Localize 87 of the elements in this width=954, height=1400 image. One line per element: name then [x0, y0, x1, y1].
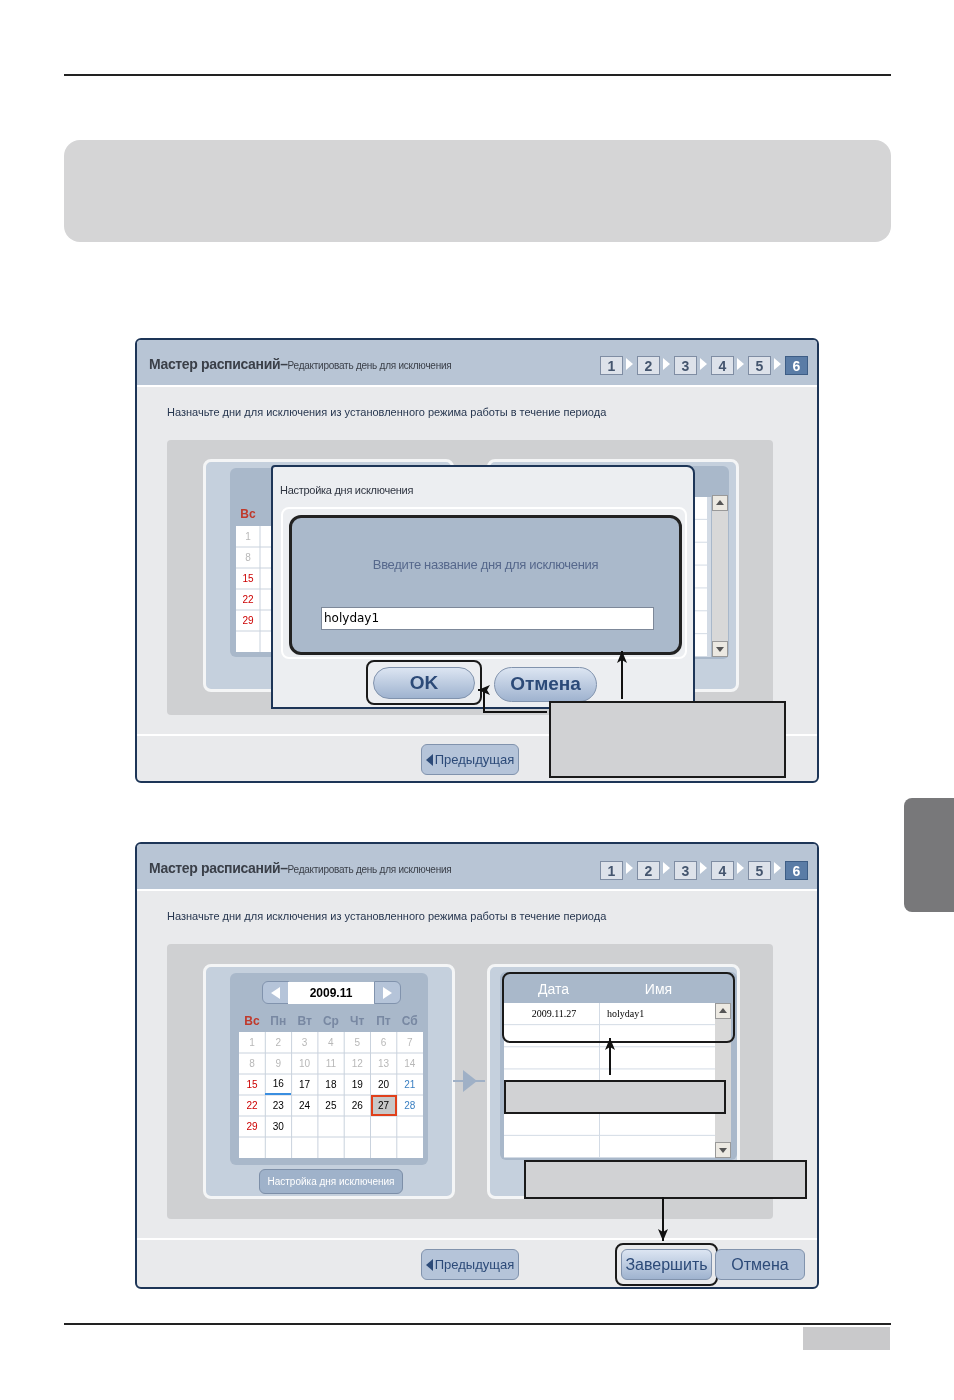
calendar-day: 1 [239, 1032, 265, 1053]
arrow [477, 685, 548, 713]
table-cell-text: holyday1 [607, 1007, 646, 1021]
calendar-day: 4 [317, 1032, 344, 1053]
step-number: 3 [674, 861, 697, 880]
step-number: 6 [785, 861, 808, 880]
arrow [617, 650, 627, 700]
calendar-day: 16 [265, 1074, 292, 1095]
window-title: Мастер расписаний– [149, 859, 288, 878]
cancel-button: Отмена [494, 667, 597, 702]
step-number: 2 [637, 861, 660, 880]
step-number: 5 [748, 861, 771, 880]
window-title: Мастер расписаний– [149, 355, 288, 374]
calendar-day: 29 [236, 610, 260, 631]
calendar-day: 1 [236, 526, 260, 547]
table-cell-text: 2009.11.27 [530, 1007, 578, 1021]
callout-box [549, 701, 786, 778]
step-number: 2 [637, 356, 660, 375]
step-number: 4 [711, 356, 734, 375]
finish-button: Завершить [621, 1249, 712, 1280]
step-number: 5 [748, 356, 771, 375]
side-tab [904, 798, 954, 912]
calendar-day: 9 [265, 1053, 292, 1074]
window-subtitle: Редактировать день для исключения [287, 360, 452, 371]
calendar-day: 8 [239, 1053, 265, 1074]
calendar-day: 23 [265, 1095, 292, 1116]
callout-box [504, 1080, 726, 1114]
ok-button: OK [373, 667, 475, 699]
calendar-day: 12 [344, 1053, 371, 1074]
calendar-day: 3 [291, 1032, 318, 1053]
input-field: holyday1 [321, 607, 654, 630]
calendar-day: 30 [265, 1116, 292, 1137]
instruction-text: Назначьте дни для исключения из установленного режима работы в течение периода [167, 405, 607, 420]
app-window [135, 842, 819, 1289]
calendar-day: 2 [265, 1032, 292, 1053]
weekday-label: Вс [243, 1013, 261, 1030]
column-header: Дата [537, 980, 570, 999]
calendar-day: 21 [396, 1074, 423, 1095]
arrow [658, 1196, 668, 1242]
step-number: 4 [711, 861, 734, 880]
calendar-day: 10 [291, 1053, 318, 1074]
calendar-day: 5 [344, 1032, 371, 1053]
calendar-day: 27 [370, 1095, 397, 1116]
calendar-panel [203, 964, 455, 1199]
heading-band [64, 140, 891, 242]
app-window [135, 338, 819, 783]
previous-button: Предыдущая [421, 744, 519, 775]
calendar-day: 29 [239, 1116, 265, 1137]
step-number: 1 [600, 861, 623, 880]
calendar-day: 20 [370, 1074, 397, 1095]
prompt-text: Введите название дня для исключения [371, 556, 600, 574]
callout-box [524, 1160, 807, 1199]
calendar-day: 13 [370, 1053, 397, 1074]
step-number: 6 [785, 356, 808, 375]
calendar-day: 7 [396, 1032, 423, 1053]
step-number: 3 [674, 356, 697, 375]
dialog-title: Настройка дня исключения [280, 483, 414, 498]
previous-button: Предыдущая [421, 1249, 519, 1280]
calendar-day: 17 [291, 1074, 318, 1095]
instruction-text: Назначьте дни для исключения из установленного режима работы в течение периода [167, 909, 607, 924]
calendar-day: 14 [396, 1053, 423, 1074]
calendar-day: 22 [239, 1095, 265, 1116]
calendar-day: 25 [317, 1095, 344, 1116]
cancel-button: Отмена [715, 1249, 805, 1280]
weekday-label: Вс [239, 505, 257, 522]
highlight-frame [366, 660, 482, 705]
direction-chevron [452, 1070, 486, 1092]
calendar-day: 26 [344, 1095, 371, 1116]
calendar-day: 15 [239, 1074, 265, 1095]
calendar-day: 15 [236, 568, 260, 589]
window-subtitle: Редактировать день для исключения [287, 864, 452, 875]
exception-day-button: Настройка дня исключения [259, 1169, 403, 1194]
calendar-day: 6 [370, 1032, 397, 1053]
calendar-day: 24 [291, 1095, 318, 1116]
step-number: 1 [600, 356, 623, 375]
highlight-frame [502, 972, 735, 1043]
calendar-day: 19 [344, 1074, 371, 1095]
calendar-day: 18 [317, 1074, 344, 1095]
highlight-frame [615, 1243, 718, 1286]
calendar-day: 22 [236, 589, 260, 610]
calendar-day: 11 [317, 1053, 344, 1074]
calendar-day: 28 [396, 1095, 423, 1116]
dialog-window [271, 465, 695, 709]
calendar-day: 8 [236, 547, 260, 568]
column-header: Имя [643, 980, 674, 999]
month-display: 2009.11 [288, 982, 374, 1004]
arrow [605, 1037, 615, 1076]
